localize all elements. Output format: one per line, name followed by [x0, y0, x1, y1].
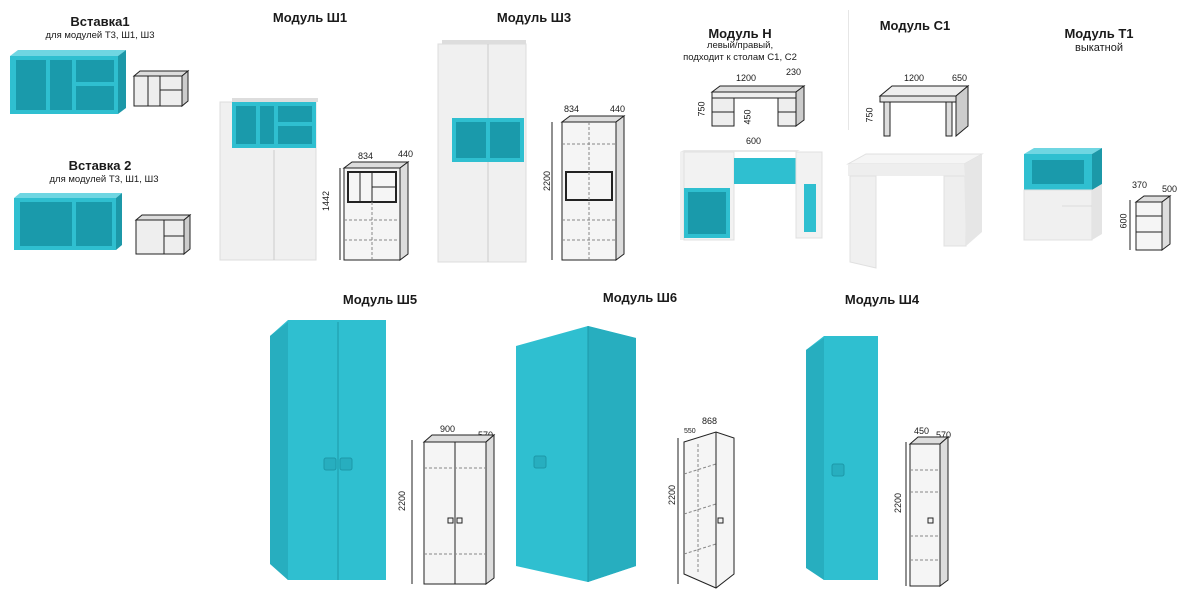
sh4-title: Модуль Ш4	[844, 292, 920, 307]
c1-image	[846, 153, 984, 269]
t1-drawing	[1129, 195, 1172, 251]
sh6-dim-d: 550	[684, 428, 696, 435]
sh1-drawing	[339, 161, 410, 261]
n-image	[680, 150, 823, 241]
sh6-title: Модуль Ш6	[602, 290, 678, 305]
section-divider	[848, 10, 849, 130]
sh1-dim-h: 1442	[321, 190, 332, 212]
vstavka2-subtitle: для модулей Т3, Ш1, Ш3	[49, 174, 159, 185]
c1-dim-w: 1200	[904, 73, 925, 83]
sh5-dim-w: 900	[440, 424, 456, 434]
vstavka1-title: Вставка1	[70, 14, 130, 29]
vstavka2-title: Вставка 2	[68, 158, 132, 173]
sh6-drawing	[677, 431, 735, 589]
n-title: Модуль Н	[708, 26, 772, 41]
sh3-dim-d: 440	[610, 104, 626, 114]
c1-drawing	[878, 84, 970, 138]
vstavka2-drawing	[134, 213, 192, 256]
sh3-drawing	[551, 115, 626, 261]
sh5-drawing	[411, 433, 496, 585]
t1-image	[1023, 148, 1102, 241]
sh3-image	[437, 40, 527, 263]
sh3-dim-w: 834	[564, 104, 580, 114]
sh3-title: Модуль Ш3	[496, 10, 572, 25]
sh4-dim-w: 450	[914, 426, 930, 436]
n-dim-h: 750	[696, 101, 707, 117]
n-drawing	[710, 85, 806, 127]
sh1-dim-d: 440	[398, 149, 414, 159]
c1-dim-d: 650	[952, 73, 968, 83]
t1-subtitle: выкатной	[1074, 42, 1124, 54]
n-dim-d: 230	[786, 67, 802, 77]
sh5-dim-h: 2200	[397, 490, 408, 512]
sh4-image	[806, 336, 878, 580]
sh6-image	[516, 326, 636, 582]
sh4-dim-h: 2200	[893, 492, 904, 514]
n-subtitle2: подходит к столам С1, С2	[683, 52, 797, 63]
sh4-drawing	[905, 435, 950, 587]
sh4-dim-d: 570	[936, 430, 952, 440]
t1-dim-w: 370	[1132, 180, 1148, 190]
n-dim-w2: 600	[746, 136, 762, 146]
sh6-dim-w: 868	[702, 416, 718, 426]
n-dim-w: 1200	[736, 73, 757, 83]
sh1-title: Модуль Ш1	[272, 10, 348, 25]
n-subtitle1: левый/правый,	[706, 40, 774, 51]
vstavka1-drawing	[132, 69, 190, 108]
vstavka2-image	[14, 193, 122, 250]
t1-title: Модуль Т1	[1064, 26, 1134, 41]
sh5-image	[270, 320, 386, 580]
vstavka1-subtitle: для модулей Т3, Ш1, Ш3	[45, 30, 155, 41]
t1-dim-d: 500	[1162, 184, 1178, 194]
c1-dim-h: 750	[864, 107, 875, 123]
sh1-dim-w: 834	[358, 151, 374, 161]
sh1-image	[219, 98, 318, 261]
vstavka1-image	[10, 50, 126, 114]
c1-title: Модуль С1	[879, 18, 951, 33]
sh5-title: Модуль Ш5	[342, 292, 418, 307]
